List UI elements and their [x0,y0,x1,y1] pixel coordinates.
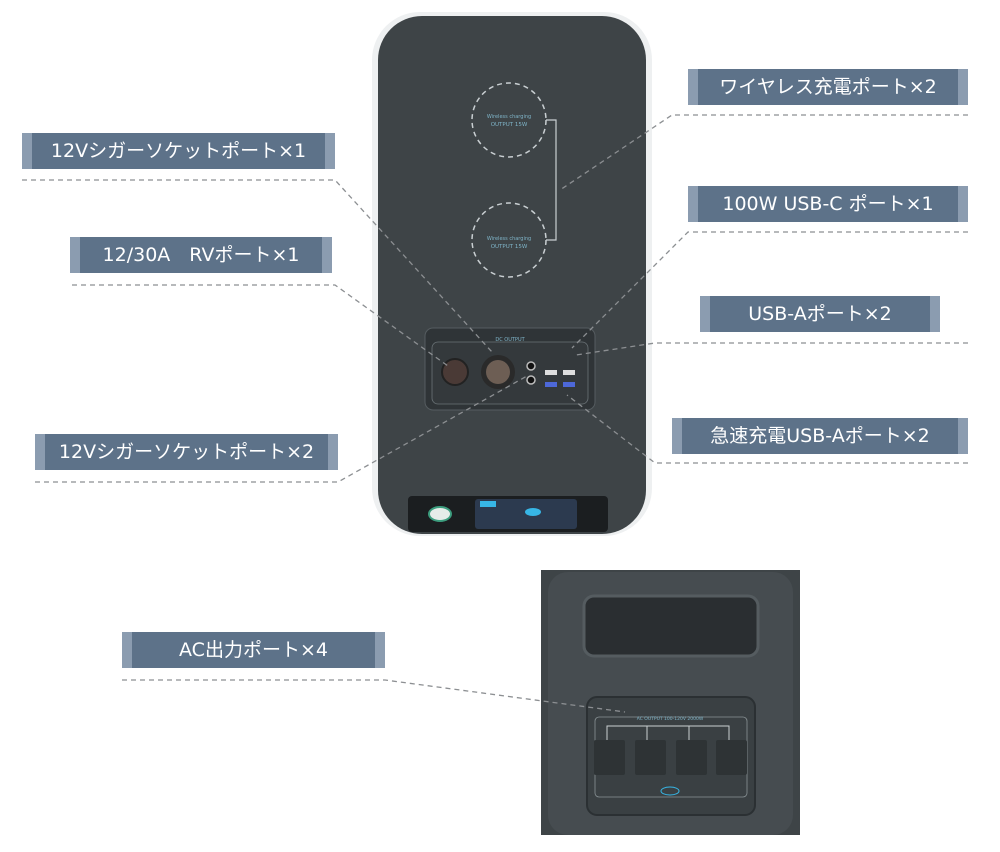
callout-ac-output: AC出力ポート×4 [122,632,385,668]
ac-outlets [594,740,747,775]
leader-lines [22,114,968,713]
callout-rv-port: 12/30A RVポート×1 [70,237,332,273]
callout-wireless: ワイヤレス充電ポート×2 [688,69,968,105]
callout-usb-a: USB-Aポート×2 [700,296,940,332]
svg-text:AC OUTPUT 100-120V 2000W: AC OUTPUT 100-120V 2000W [637,716,704,722]
svg-text:OUTPUT 15W: OUTPUT 15W [491,244,528,250]
callout-label: AC出力ポート×4 [179,639,328,661]
callout-label: 12Vシガーソケットポート×2 [58,441,315,463]
callout-label: 12/30A RVポート×1 [102,244,300,266]
callout-fast-usb-a: 急速充電USB-Aポート×2 [672,418,968,454]
control-display [408,496,608,532]
svg-text:Wireless charging: Wireless charging [487,236,531,242]
power-station-side: AC OUTPUT 100-120V 2000W [541,570,800,835]
callout-label: USB-Aポート×2 [748,303,892,325]
dc-output-panel: DC OUTPUT [424,327,596,411]
callout-cigar-socket-1: 12Vシガーソケットポート×1 [22,133,335,169]
svg-text:Wireless charging: Wireless charging [487,114,531,120]
power-station-front: Wireless charging OUTPUT 15W Wireless ch… [372,12,652,536]
callout-label: ワイヤレス充電ポート×2 [719,76,937,98]
callout-label: 100W USB-C ポート×1 [722,193,934,215]
callout-usb-c: 100W USB-C ポート×1 [688,186,968,222]
svg-text:DC OUTPUT: DC OUTPUT [495,337,525,343]
callout-cigar-socket-2: 12Vシガーソケットポート×2 [35,434,338,470]
callout-label: 12Vシガーソケットポート×1 [50,140,307,162]
callout-label: 急速充電USB-Aポート×2 [710,425,930,447]
svg-text:OUTPUT 15W: OUTPUT 15W [491,122,528,128]
